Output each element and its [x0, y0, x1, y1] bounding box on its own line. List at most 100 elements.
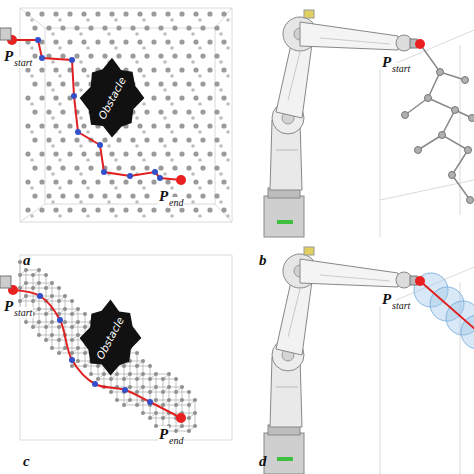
grid-point	[161, 390, 165, 394]
grid-point	[60, 165, 65, 170]
grid-point	[81, 11, 86, 16]
grid-point	[24, 268, 28, 272]
grid-point	[53, 11, 58, 16]
cube-edge	[20, 204, 45, 222]
grid-point	[74, 193, 79, 198]
grid-point	[31, 273, 35, 277]
grid-point	[44, 273, 48, 277]
grid-point	[226, 46, 230, 50]
grid-point	[70, 325, 74, 329]
grid-point	[151, 39, 156, 44]
grid-point	[137, 39, 142, 44]
cube-edge	[232, 8, 233, 222]
grid-point	[37, 320, 41, 324]
grid-point	[53, 179, 58, 184]
grid-point	[170, 74, 174, 78]
grid-point	[186, 53, 191, 58]
cube-edge	[215, 8, 232, 28]
grid-point	[142, 46, 146, 50]
grid-point	[51, 144, 55, 148]
grid-point	[219, 32, 223, 36]
grid-point	[18, 273, 22, 277]
grid-point	[31, 325, 35, 329]
grid-point	[172, 137, 177, 142]
grid-point	[86, 130, 90, 134]
grid-point	[57, 299, 61, 303]
path-curve	[13, 290, 181, 418]
point-subscript: start	[13, 57, 33, 68]
grid-point	[107, 32, 111, 36]
grid-point	[67, 39, 72, 44]
collision-sphere	[461, 315, 474, 349]
grid-point	[53, 123, 58, 128]
grid-point	[170, 158, 174, 162]
waypoint	[69, 57, 75, 63]
grid-point	[24, 294, 28, 298]
grid-point	[74, 25, 79, 30]
cube-edge	[232, 255, 233, 440]
grid-point	[107, 144, 111, 148]
grid-point	[24, 320, 28, 324]
grid-point	[109, 39, 114, 44]
grid-point	[95, 151, 100, 156]
grid-point	[142, 158, 146, 162]
grid-point	[167, 372, 171, 376]
point-subscript: end	[168, 435, 184, 446]
grid-point	[186, 81, 191, 86]
grid-point	[37, 307, 41, 311]
grid-point	[51, 172, 55, 176]
grid-point	[193, 67, 198, 72]
point-subscript: start	[13, 307, 33, 318]
grid-point	[60, 137, 65, 142]
grid-point	[53, 207, 58, 212]
grid-point	[70, 312, 74, 316]
grid-point	[109, 151, 114, 156]
grid-point	[161, 416, 165, 420]
grid-point	[46, 81, 51, 86]
grid-point	[200, 53, 205, 58]
grid-point	[137, 123, 142, 128]
grid-point	[81, 179, 86, 184]
grid-point	[191, 88, 195, 92]
grid-point	[81, 123, 86, 128]
grid-point	[25, 151, 30, 156]
grid-point	[60, 25, 65, 30]
grid-point	[186, 109, 191, 114]
grid-point	[198, 158, 202, 162]
cube-edge	[45, 204, 215, 205]
grid-point	[46, 193, 51, 198]
grid-point	[116, 137, 121, 142]
grid-point	[58, 186, 62, 190]
grid-point	[123, 207, 128, 212]
grid-point	[46, 109, 51, 114]
gripper	[0, 276, 11, 288]
grid-point	[142, 18, 146, 22]
grid-point	[154, 385, 158, 389]
tree-node	[449, 172, 456, 179]
grid-point	[46, 165, 51, 170]
grid-point	[151, 207, 156, 212]
grid-point	[102, 372, 106, 376]
grid-point	[170, 46, 174, 50]
grid-point	[31, 299, 35, 303]
grid-point	[86, 158, 90, 162]
grid-point	[74, 137, 79, 142]
grid-point	[191, 200, 195, 204]
grid-point	[37, 333, 41, 337]
grid-point	[70, 364, 74, 368]
cube-edge	[380, 307, 381, 474]
tree-edge	[418, 135, 442, 150]
grid-point	[163, 60, 167, 64]
grid-point	[25, 95, 30, 100]
grid-point	[116, 165, 121, 170]
grid-point	[30, 214, 34, 218]
tree-edge	[420, 44, 470, 200]
grid-point	[135, 364, 139, 368]
tree-node	[452, 107, 459, 114]
grid-point	[95, 39, 100, 44]
waypoint	[71, 93, 77, 99]
cube-edge	[380, 70, 381, 237]
grid-point	[174, 403, 178, 407]
obstacle-star	[79, 300, 141, 376]
